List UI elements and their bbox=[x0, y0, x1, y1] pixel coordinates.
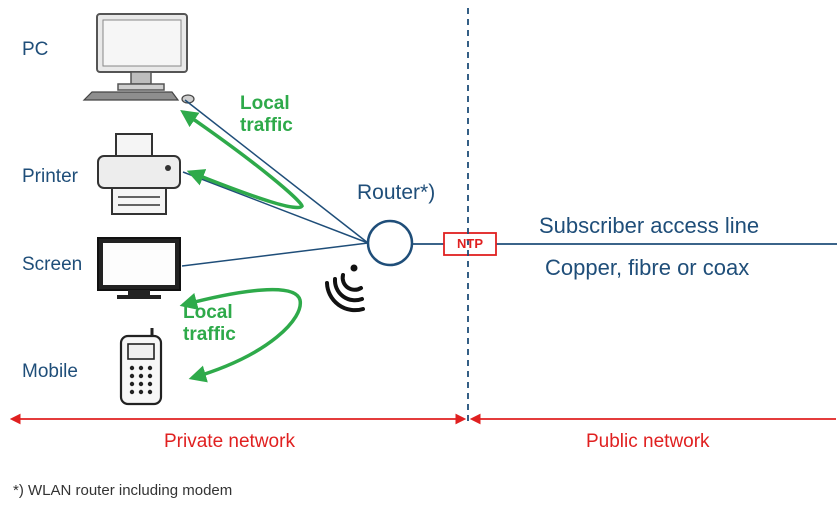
subscriber-line-media: Copper, fibre or coax bbox=[545, 255, 750, 280]
private-network-label: Private network bbox=[164, 431, 295, 452]
link-printer bbox=[182, 171, 369, 244]
pc-label: PC bbox=[22, 39, 49, 60]
public-network-label: Public network bbox=[586, 431, 710, 452]
screen-label: Screen bbox=[22, 254, 83, 275]
local-traffic-bottom-line1: Local bbox=[183, 302, 233, 323]
printer-label: Printer bbox=[22, 166, 78, 187]
wifi-icon bbox=[325, 264, 365, 313]
device-connections bbox=[181, 99, 369, 267]
local-traffic-top-line1: Local bbox=[240, 93, 290, 114]
desktop-pc-icon bbox=[82, 13, 195, 104]
mobile-label: Mobile bbox=[22, 361, 78, 382]
local-traffic-top-line2: traffic bbox=[240, 114, 293, 136]
link-pc bbox=[184, 99, 369, 244]
local-traffic-label-bottom: Local traffic bbox=[183, 302, 236, 346]
local-traffic-arrow-top bbox=[180, 110, 304, 210]
footnote: *) WLAN router including modem bbox=[13, 482, 233, 499]
local-traffic-bottom-line2: traffic bbox=[183, 323, 236, 345]
ntp-label: NTP bbox=[457, 236, 483, 251]
router-label: Router*) bbox=[357, 181, 436, 204]
link-screen bbox=[181, 242, 369, 267]
printer-icon bbox=[97, 133, 181, 215]
local-traffic-label-top: Local traffic bbox=[240, 93, 293, 137]
ntp-box bbox=[443, 232, 497, 256]
monitor-icon bbox=[97, 237, 181, 299]
mobile-phone-icon bbox=[119, 328, 163, 406]
local-traffic-arrow-bottom bbox=[179, 287, 302, 383]
subscriber-line-title: Subscriber access line bbox=[539, 213, 760, 238]
router-circle-icon bbox=[366, 219, 414, 267]
